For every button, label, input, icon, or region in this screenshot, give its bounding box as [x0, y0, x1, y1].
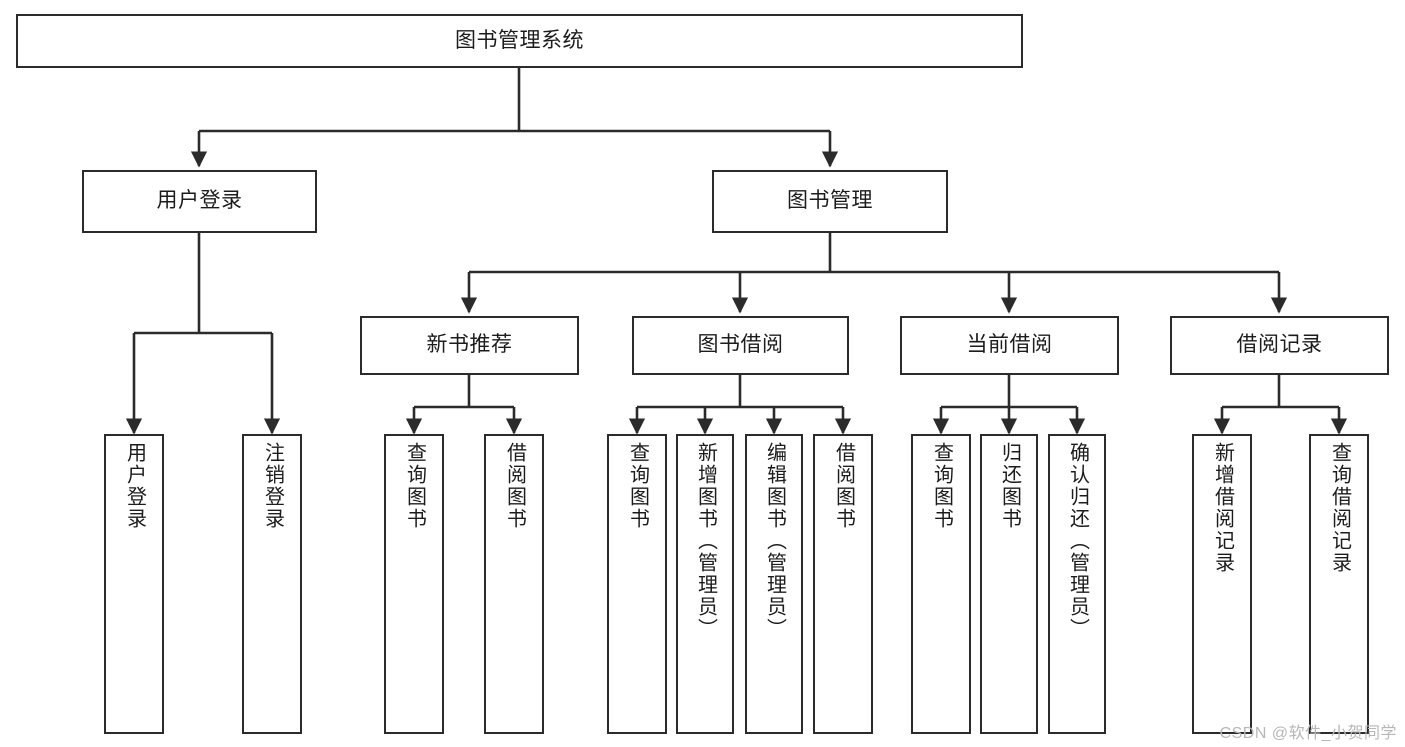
node-label: 图书管理 [787, 189, 873, 213]
node-label: 借阅图书 [832, 442, 855, 530]
node-root-library-system[interactable]: 图书管理系统 [16, 14, 1023, 68]
node-label: 新增借阅记录 [1211, 442, 1234, 574]
node-label: 借阅记录 [1236, 333, 1323, 357]
leaf-edit-book-admin[interactable]: 编辑图书（管理员） [745, 434, 803, 734]
node-label: 用户登录 [156, 189, 243, 213]
csdn-watermark: CSDN @软件_小贺同学 [1219, 725, 1397, 742]
node-user-login[interactable]: 用户登录 [82, 170, 317, 233]
node-label: 查询图书 [403, 442, 426, 530]
node-label: 查询图书 [930, 442, 953, 530]
node-label: 查询借阅记录 [1328, 442, 1351, 574]
node-borrow-record[interactable]: 借阅记录 [1170, 316, 1389, 375]
leaf-add-book-admin[interactable]: 新增图书（管理员） [676, 434, 734, 734]
leaf-return-book[interactable]: 归还图书 [980, 434, 1038, 734]
node-new-book-recommend[interactable]: 新书推荐 [360, 316, 579, 375]
node-label: 归还图书 [998, 442, 1021, 530]
node-label: 编辑图书（管理员） [763, 442, 786, 640]
leaf-borrow-book-recommend[interactable]: 借阅图书 [484, 434, 544, 734]
node-label: 图书管理系统 [455, 28, 584, 52]
node-label: 新增图书（管理员） [694, 442, 717, 640]
node-label: 借阅图书 [503, 442, 526, 530]
node-book-borrow[interactable]: 图书借阅 [632, 316, 849, 375]
node-label: 新书推荐 [426, 333, 513, 357]
leaf-confirm-return-admin[interactable]: 确认归还（管理员） [1048, 434, 1106, 734]
node-current-borrow[interactable]: 当前借阅 [900, 316, 1119, 375]
leaf-query-borrow-record[interactable]: 查询借阅记录 [1309, 434, 1369, 734]
leaf-query-book-current[interactable]: 查询图书 [911, 434, 971, 734]
leaf-add-borrow-record[interactable]: 新增借阅记录 [1192, 434, 1252, 734]
leaf-borrow-book-borrow[interactable]: 借阅图书 [813, 434, 873, 734]
leaf-logout[interactable]: 注销登录 [242, 434, 302, 734]
leaf-user-login[interactable]: 用户登录 [104, 434, 164, 734]
node-label: 用户登录 [123, 442, 146, 530]
leaf-query-book-recommend[interactable]: 查询图书 [384, 434, 444, 734]
node-label: 查询图书 [626, 442, 649, 530]
node-label: 确认归还（管理员） [1066, 442, 1089, 640]
node-label: 注销登录 [261, 442, 284, 530]
leaf-query-book-borrow[interactable]: 查询图书 [607, 434, 667, 734]
node-label: 当前借阅 [966, 333, 1053, 357]
node-label: 图书借阅 [697, 333, 784, 357]
node-book-manage[interactable]: 图书管理 [712, 170, 948, 233]
